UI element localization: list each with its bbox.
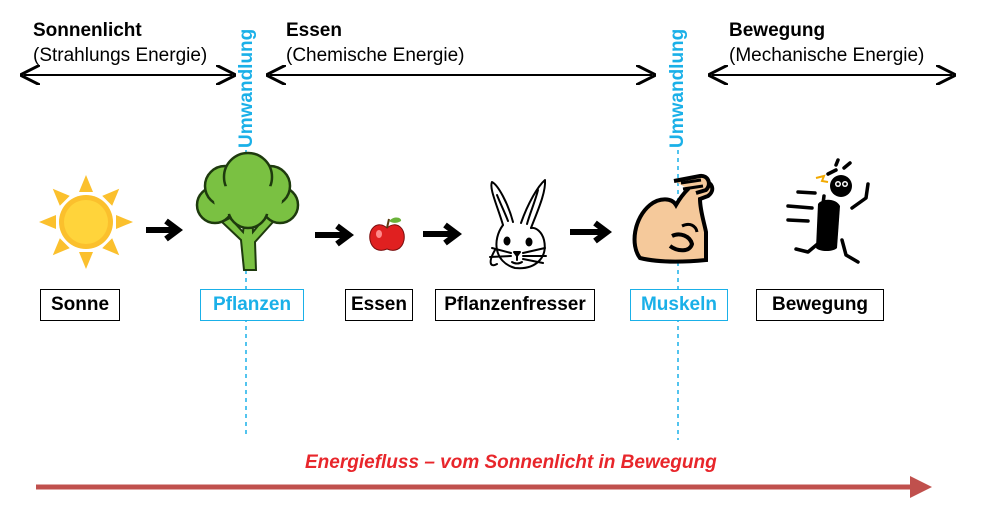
stage-label-essen: Essen xyxy=(345,289,413,321)
header-subtitle: (Strahlungs Energie) xyxy=(33,45,208,66)
step-arrow-1 xyxy=(146,218,183,242)
energy-flow-arrow xyxy=(36,476,932,498)
transformation-label-2: Umwandlung xyxy=(667,28,688,148)
sun-icon xyxy=(39,175,133,269)
step-arrow-2 xyxy=(315,223,354,247)
step-arrow-4 xyxy=(570,220,612,244)
energy-flow-label: Energiefluss – vom Sonnenlicht in Bewegu… xyxy=(305,452,717,473)
header-subtitle: (Chemische Energie) xyxy=(286,45,465,66)
running-figure-icon xyxy=(786,158,870,264)
step-arrow-3 xyxy=(423,222,462,246)
header-title: Essen xyxy=(286,20,342,41)
header-sonnenlicht: Sonnenlicht (Strahlungs Energie) xyxy=(33,20,207,67)
stage-label-sonne: Sonne xyxy=(40,289,120,321)
stage-label-pflanzen: Pflanzen xyxy=(200,289,304,321)
rabbit-icon xyxy=(489,179,547,270)
header-essen: Essen (Chemische Energie) xyxy=(286,20,464,67)
header-bewegung: Bewegung (Mechanische Energie) xyxy=(729,20,924,67)
transformation-label-1: Umwandlung xyxy=(236,28,257,148)
header-title: Bewegung xyxy=(729,20,826,41)
stage-label-pflanzenfresser: Pflanzenfresser xyxy=(435,289,595,321)
header-subtitle: (Mechanische Energie) xyxy=(729,45,925,66)
header-title: Sonnenlicht xyxy=(33,20,142,41)
apple-icon xyxy=(369,217,405,251)
stage-label-muskeln: Muskeln xyxy=(630,289,728,321)
tree-icon xyxy=(195,151,300,271)
flexed-arm-icon xyxy=(632,173,715,264)
stage-label-bewegung: Bewegung xyxy=(756,289,884,321)
